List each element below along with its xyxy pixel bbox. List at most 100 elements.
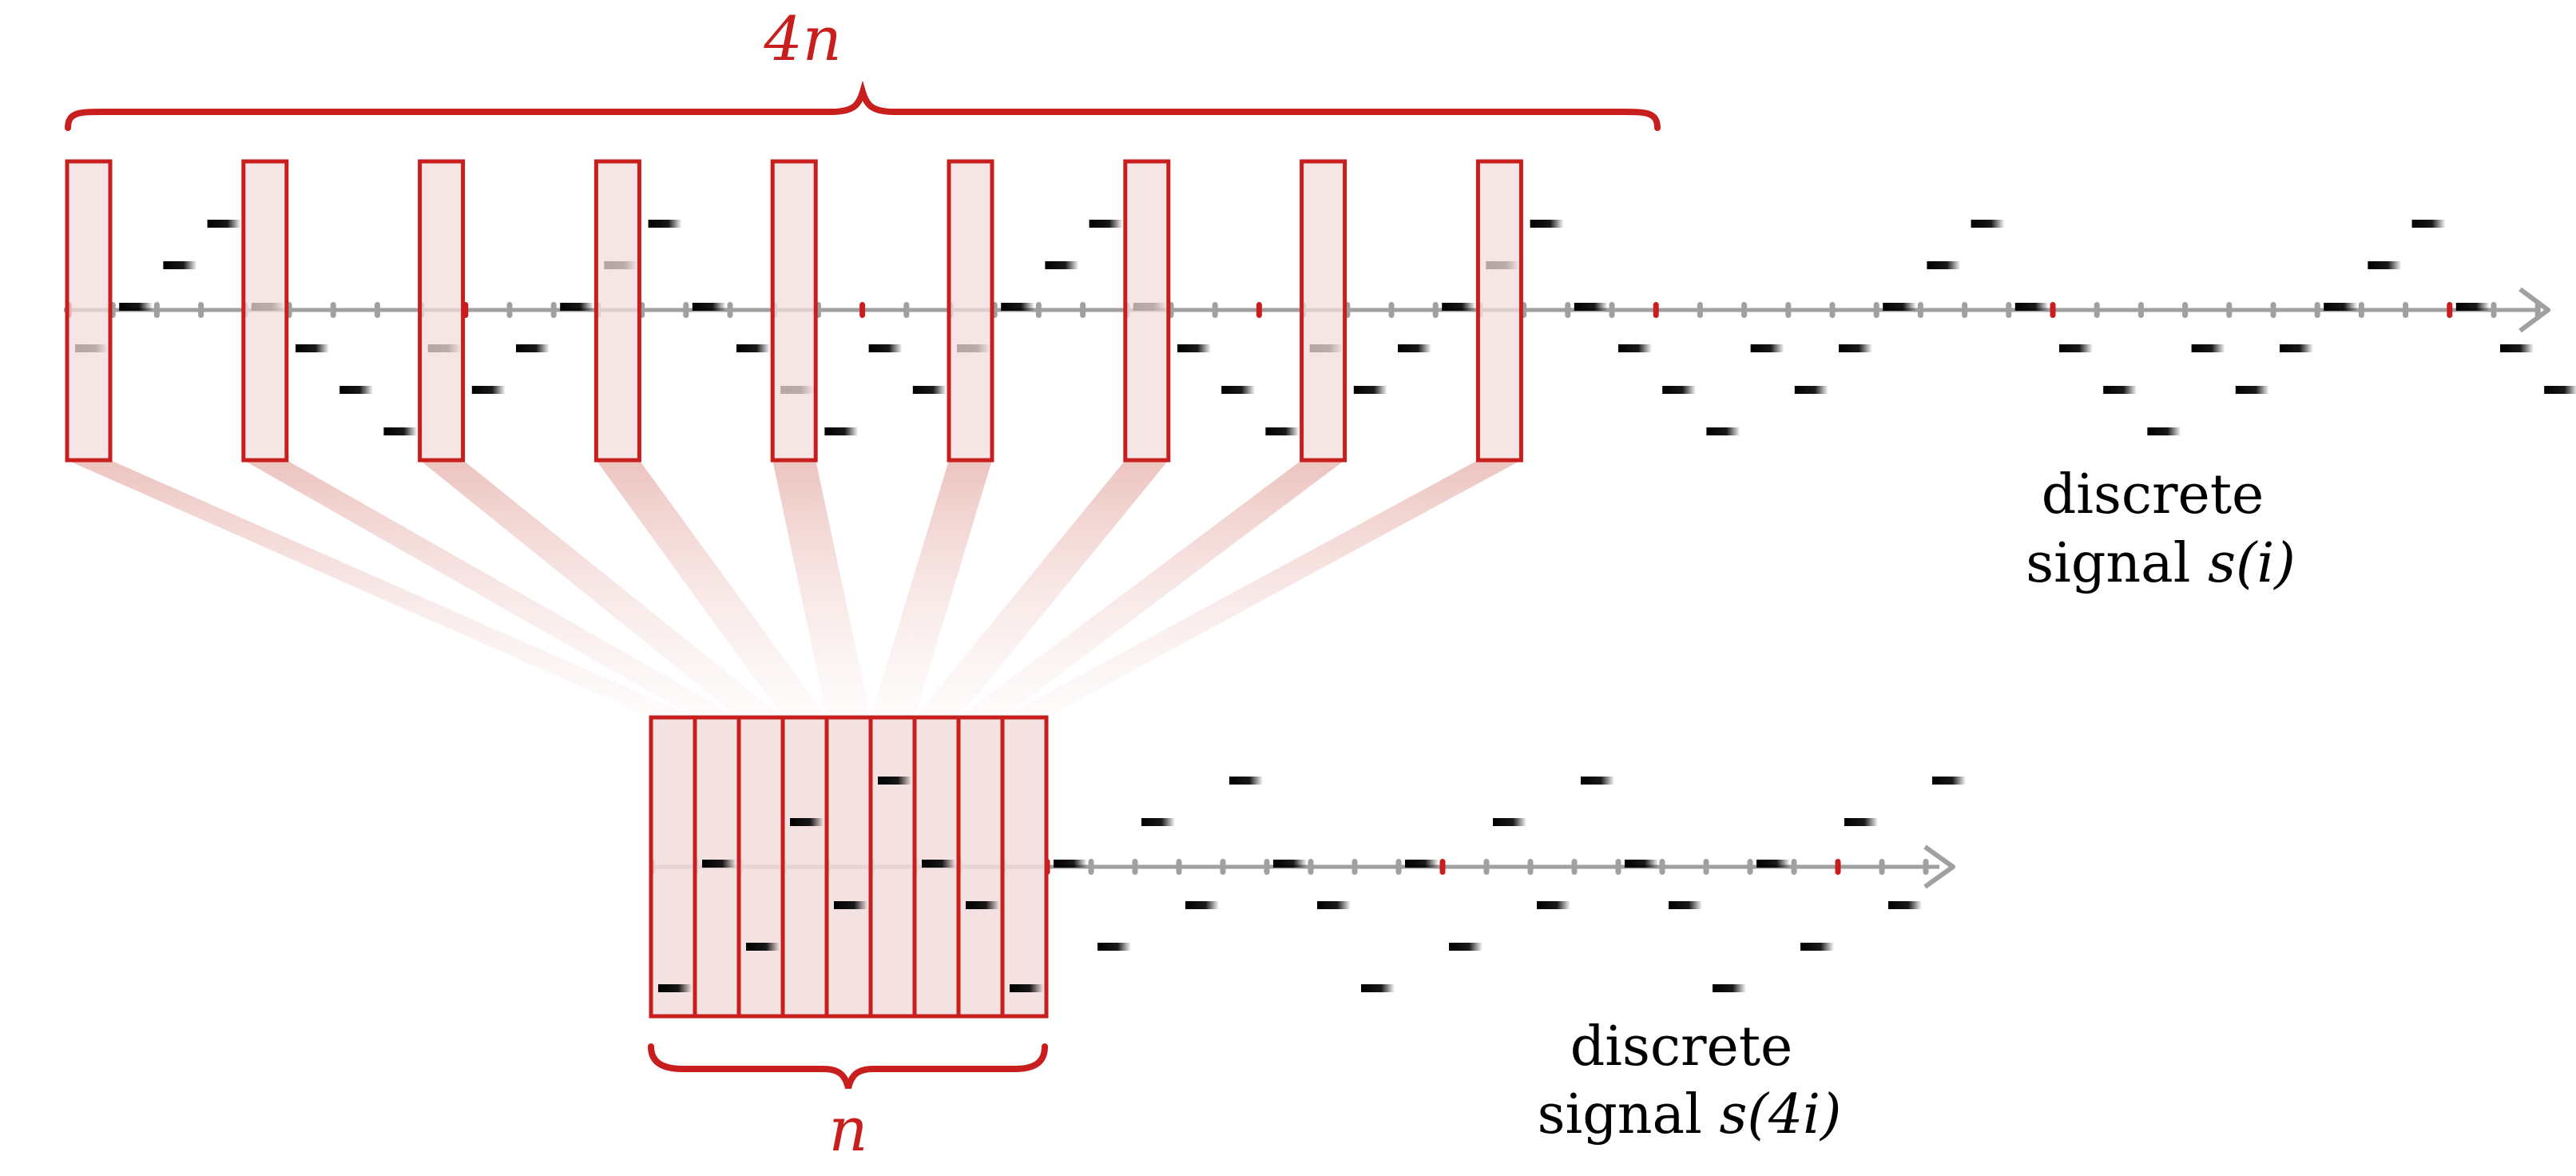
bottom-tick <box>1791 859 1797 875</box>
top-tick <box>903 302 910 318</box>
top-tick <box>2534 302 2541 318</box>
top-tick <box>2314 302 2320 318</box>
bottom-sample <box>746 943 780 951</box>
bottom-sample <box>1493 818 1526 826</box>
bottom-tick <box>1571 859 1578 875</box>
top-sample <box>516 344 550 352</box>
bottom-window <box>780 715 829 1019</box>
top-caption-line1: discrete <box>2042 463 2264 526</box>
bottom-sample <box>1229 777 1263 785</box>
top-tick <box>1917 302 1923 318</box>
bottom-sample <box>1097 943 1131 951</box>
bottom-sample <box>1756 860 1790 868</box>
bottom-tick <box>1923 859 1929 875</box>
top-tick <box>2094 302 2100 318</box>
bottom-tick <box>1615 859 1621 875</box>
bottom-sample <box>1054 860 1087 868</box>
top-sample <box>2059 344 2093 352</box>
top-tick <box>1697 302 1703 318</box>
top-tick <box>1212 302 1218 318</box>
bottom-sample <box>658 984 692 992</box>
bottom-window <box>1000 715 1049 1019</box>
top-tick <box>506 302 513 318</box>
top-sample <box>1398 344 1431 352</box>
top-sample <box>163 261 197 269</box>
top-tick <box>2358 302 2364 318</box>
top-tick-highlight <box>1256 302 1262 318</box>
bottom-sample <box>1625 860 1658 868</box>
top-tick <box>1609 302 1615 318</box>
bottom-sample <box>1932 777 1966 785</box>
bottom-tick <box>1747 859 1753 875</box>
bottom-tick <box>1879 859 1885 875</box>
bottom-window <box>736 715 785 1019</box>
bottom-tick <box>1308 859 1314 875</box>
bottom-brace-label: n <box>829 1094 868 1165</box>
bottom-sample <box>1537 901 1570 909</box>
top-sample <box>2411 220 2446 228</box>
bottom-sample <box>1713 984 1746 992</box>
top-tick <box>153 302 160 318</box>
signal-s-i <box>64 159 2576 463</box>
bottom-sample <box>1317 901 1351 909</box>
top-sample <box>1883 303 1917 311</box>
bottom-tick <box>1132 859 1138 875</box>
top-sample <box>1353 386 1387 394</box>
bottom-brace <box>648 1043 1048 1090</box>
top-sample <box>1574 303 1608 311</box>
bottom-sample <box>966 901 999 909</box>
bottom-sample <box>1888 901 1922 909</box>
top-sample <box>2014 303 2049 311</box>
top-sample <box>1839 344 1872 352</box>
top-window <box>1300 159 1348 463</box>
top-sample <box>296 344 329 352</box>
bottom-sample <box>702 860 736 868</box>
top-brace <box>65 80 1661 131</box>
top-tick <box>727 302 733 318</box>
top-caption-word: signal <box>2026 532 2208 595</box>
projection-beam <box>67 460 695 717</box>
bottom-sample <box>1844 818 1878 826</box>
projection-beam <box>772 460 871 717</box>
top-tick <box>2403 302 2409 318</box>
bottom-sample <box>790 818 824 826</box>
top-sample <box>1001 303 1035 311</box>
top-tick <box>1432 302 1439 318</box>
top-sample <box>1927 261 1961 269</box>
top-window <box>1475 159 1523 463</box>
top-tick <box>1035 302 1042 318</box>
bottom-sample <box>1669 901 1702 909</box>
signal-s-4i <box>649 715 1966 1019</box>
bottom-axis-arrowhead <box>1923 844 1955 889</box>
top-sample <box>1221 386 1256 394</box>
top-sample <box>1794 386 1828 394</box>
bottom-tick <box>1264 859 1270 875</box>
top-sample <box>868 344 903 352</box>
projection-beam <box>915 460 1169 717</box>
top-tick <box>330 302 336 318</box>
bottom-sample <box>1273 860 1307 868</box>
bottom-window <box>649 715 697 1019</box>
projection-beam <box>1002 460 1522 717</box>
bottom-sample <box>1581 777 1614 785</box>
bottom-caption-line2: signal s(4i) <box>1538 1083 1842 1146</box>
top-tick-highlight <box>2050 302 2056 318</box>
top-sample <box>1442 303 1476 311</box>
bottom-tick-highlight <box>1439 859 1446 875</box>
top-sample <box>383 427 418 435</box>
top-tick-highlight <box>859 302 866 318</box>
top-sample <box>1530 220 1564 228</box>
top-tick <box>683 302 689 318</box>
projection-beam <box>419 460 783 717</box>
top-caption-math: s(i) <box>2208 532 2296 595</box>
top-window <box>65 159 113 463</box>
bottom-sample <box>878 777 911 785</box>
top-window <box>593 159 641 463</box>
bottom-sample <box>1361 984 1395 992</box>
top-sample <box>2235 386 2269 394</box>
top-window <box>418 159 466 463</box>
top-sample <box>2280 344 2313 352</box>
top-tick <box>198 302 204 318</box>
bottom-tick <box>1483 859 1490 875</box>
